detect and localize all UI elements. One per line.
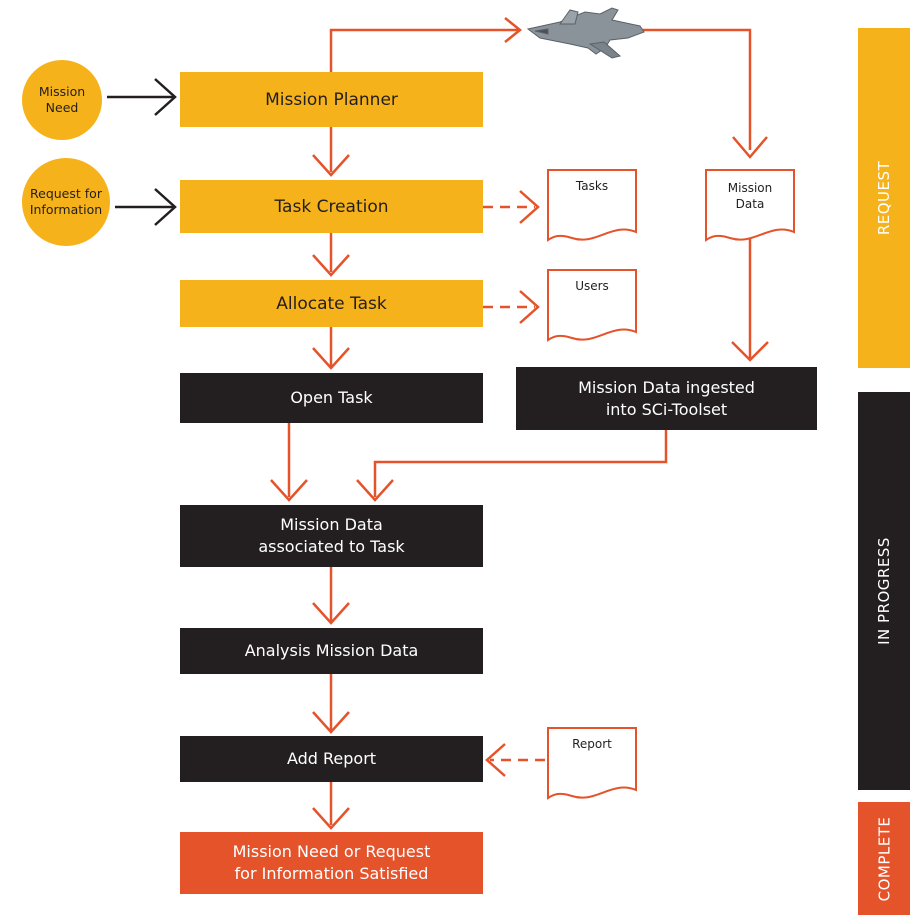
- allocate-task-step: Allocate Task: [180, 280, 483, 327]
- arrow-ingested-to-associated: [373, 430, 668, 497]
- task-creation-step: Task Creation: [180, 180, 483, 233]
- jet-aircraft-icon: [526, 7, 645, 59]
- mission-planner-step: Mission Planner: [180, 72, 483, 127]
- report-document-icon: [547, 727, 637, 800]
- phase-complete: COMPLETE: [858, 802, 910, 915]
- request-for-information-input: Request for Information: [22, 158, 110, 246]
- open-task-step: Open Task: [180, 373, 483, 423]
- mission-data-associated-step: Mission Data associated to Task: [180, 505, 483, 567]
- mission-data-document-icon: [705, 169, 795, 242]
- phase-in-progress: IN PROGRESS: [858, 392, 910, 790]
- phase-request-label: REQUEST: [875, 160, 894, 236]
- tasks-document-label: Tasks: [575, 179, 609, 193]
- connector-aircraft-to-mission-data: [630, 28, 752, 150]
- mission-need-input: Mission Need: [22, 60, 102, 140]
- analysis-mission-data-step: Analysis Mission Data: [180, 628, 483, 674]
- report-document-label: Report: [572, 737, 612, 751]
- phase-in-progress-label: IN PROGRESS: [875, 537, 894, 645]
- users-document-icon: [547, 269, 637, 342]
- tasks-document-icon: [547, 169, 637, 242]
- mission-data-document-label: Mission Data: [727, 181, 773, 211]
- phase-request: REQUEST: [858, 28, 910, 368]
- phase-complete-label: COMPLETE: [875, 816, 893, 901]
- users-document-label: Users: [575, 279, 609, 293]
- add-report-step: Add Report: [180, 736, 483, 782]
- mission-data-ingested-step: Mission Data ingested into SCi-Toolset: [516, 367, 817, 430]
- satisfied-step: Mission Need or Request for Information …: [180, 832, 483, 894]
